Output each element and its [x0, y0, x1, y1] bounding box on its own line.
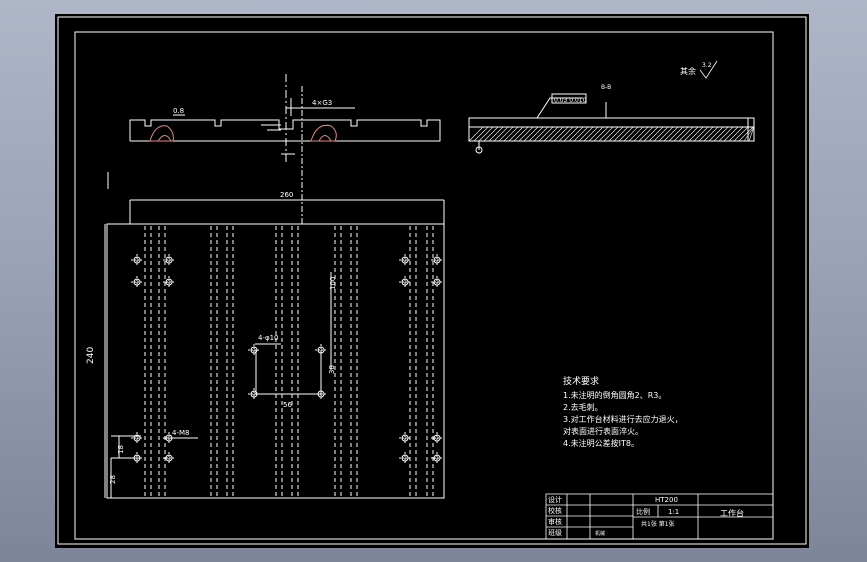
section-hatch-line — [598, 126, 614, 142]
svg-text:28: 28 — [109, 475, 117, 484]
svg-text:其余: 其余 — [680, 66, 696, 76]
section-hatch-line — [613, 126, 629, 142]
svg-text:对表面进行表面淬火。: 对表面进行表面淬火。 — [563, 426, 643, 436]
section-hatch-line — [503, 126, 519, 142]
section-hatch-line — [473, 126, 489, 142]
section-hatch-line — [698, 126, 714, 142]
section-hatch-line — [563, 126, 579, 142]
section-hatch-line — [558, 126, 574, 142]
section-hatch-line — [608, 126, 624, 142]
section-hatch-line — [523, 126, 539, 142]
svg-text:设计: 设计 — [548, 495, 562, 504]
svg-text:2.去毛刺。: 2.去毛刺。 — [563, 402, 603, 412]
section-hatch-line — [568, 126, 584, 142]
front-view: 4×G3 0.8 — [129, 74, 441, 162]
section-hatch-line — [498, 126, 514, 142]
section-hatch-line — [513, 126, 529, 142]
section-hatch-line — [693, 126, 709, 142]
svg-text:240: 240 — [86, 347, 96, 364]
cad-viewport[interactable]: 其余 3.2 4×G3 0.8 B-B 0.03 0.010 — [55, 14, 809, 548]
section-hatch-line — [618, 126, 634, 142]
section-hatch-line — [738, 126, 754, 142]
section-hatch-line — [718, 126, 734, 142]
svg-text:100: 100 — [329, 277, 337, 290]
svg-text:比例: 比例 — [636, 507, 650, 516]
section-hatch-line — [633, 126, 649, 142]
svg-text:共1张 第1张: 共1张 第1张 — [641, 520, 675, 528]
svg-text:技术要求: 技术要求 — [563, 375, 599, 387]
svg-text:4×G3: 4×G3 — [312, 99, 332, 107]
section-hatch-line — [483, 126, 499, 142]
section-hatch-line — [493, 126, 509, 142]
svg-text:3.对工作台材料进行去应力退火，: 3.对工作台材料进行去应力退火， — [563, 414, 683, 424]
section-hatch-line — [578, 126, 594, 142]
section-hatch-line — [658, 126, 674, 142]
section-hatch-line — [588, 126, 604, 142]
section-hatch-line — [543, 126, 559, 142]
svg-text:校核: 校核 — [548, 506, 562, 515]
section-hatch-line — [533, 126, 549, 142]
svg-text:4.未注明公差按IT8。: 4.未注明公差按IT8。 — [563, 438, 639, 448]
svg-text:审核: 审核 — [548, 517, 562, 526]
section-hatch-line — [703, 126, 719, 142]
side-section-view: B-B 0.03 0.010 — [468, 84, 755, 154]
svg-text:HT200: HT200 — [655, 496, 678, 504]
svg-text:260: 260 — [280, 191, 293, 199]
section-hatch-line — [688, 126, 704, 142]
section-hatch-line — [553, 126, 569, 142]
section-hatch-line — [708, 126, 724, 142]
section-hatch-line — [648, 126, 664, 142]
technical-notes: 技术要求 1.未注明的倒角圆角2、R3。 2.去毛刺。 3.对工作台材料进行去应… — [563, 375, 683, 448]
top-view: 260 240 56 100 38 4-φ10 4-M8 18 28 — [86, 86, 445, 499]
section-hatch-line — [673, 126, 689, 142]
section-hatch-line — [593, 126, 609, 142]
svg-text:4-φ10: 4-φ10 — [258, 334, 279, 342]
section-hatch-line — [733, 126, 749, 142]
section-hatch-line — [583, 126, 599, 142]
section-hatch-line — [713, 126, 729, 142]
section-hatch-line — [723, 126, 739, 142]
inner-frame — [74, 31, 774, 540]
section-hatch-line — [748, 126, 755, 142]
section-hatch-line — [478, 126, 494, 142]
title-block: 设计 校核 审核 班级 机械 HT200 比例 1:1 共1张 第1张 工作台 — [545, 493, 774, 540]
section-hatch-line — [663, 126, 679, 142]
section-hatch-line — [683, 126, 699, 142]
section-hatch-line — [548, 126, 564, 142]
section-hatch-line — [628, 126, 644, 142]
svg-text:56: 56 — [283, 401, 292, 409]
section-hatch-line — [603, 126, 619, 142]
section-hatch-line — [668, 126, 684, 142]
section-hatch-line — [643, 126, 659, 142]
section-hatch-line — [508, 126, 524, 142]
section-hatch-line — [678, 126, 694, 142]
svg-text:18: 18 — [117, 445, 125, 454]
svg-text:机械: 机械 — [595, 530, 605, 537]
svg-text:1:1: 1:1 — [668, 508, 679, 516]
section-hatch-line — [488, 126, 504, 142]
section-hatch-line — [623, 126, 639, 142]
svg-text:0.8: 0.8 — [173, 107, 184, 115]
section-hatch-line — [728, 126, 744, 142]
svg-text:0.03 0.010: 0.03 0.010 — [554, 97, 587, 104]
outer-frame — [57, 16, 807, 545]
svg-text:3.2: 3.2 — [702, 62, 712, 69]
section-hatch-line — [743, 126, 755, 142]
section-hatch-line — [653, 126, 669, 142]
svg-text:班级: 班级 — [548, 528, 562, 537]
engineering-drawing: 其余 3.2 4×G3 0.8 B-B 0.03 0.010 — [57, 16, 807, 545]
svg-text:工作台: 工作台 — [720, 508, 744, 518]
section-hatch-line — [468, 126, 484, 142]
roughness-symbol: 其余 3.2 — [680, 60, 718, 79]
section-hatch-line — [518, 126, 534, 142]
section-hatch-line — [638, 126, 654, 142]
svg-text:38: 38 — [328, 365, 336, 374]
section-hatch-line — [528, 126, 544, 142]
section-hatch-line — [538, 126, 554, 142]
svg-text:1.未注明的倒角圆角2、R3。: 1.未注明的倒角圆角2、R3。 — [563, 390, 666, 400]
svg-text:B-B: B-B — [601, 84, 611, 91]
svg-text:4-M8: 4-M8 — [172, 429, 189, 437]
section-hatch-line — [573, 126, 589, 142]
